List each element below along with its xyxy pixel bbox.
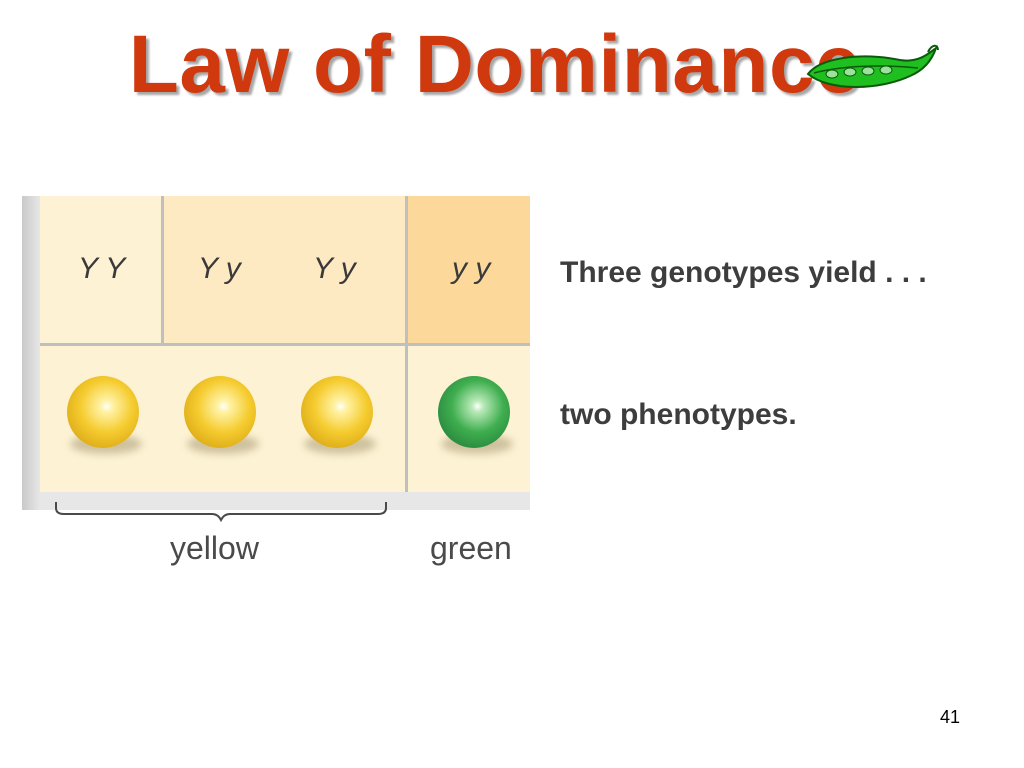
- phenotype-description: two phenotypes.: [560, 398, 797, 431]
- grid-body: Y Y Y y Y y y y: [40, 196, 530, 492]
- genotype-label: y y: [452, 252, 491, 285]
- phenotype-label-yellow: yellow: [170, 530, 259, 566]
- grid-divider: [161, 196, 164, 344]
- yellow-pea: [67, 376, 139, 448]
- pea-pod-icon: [806, 44, 939, 88]
- genotype-phenotype-grid: Y Y Y y Y y y y: [22, 196, 530, 510]
- genotype-cell-homozygous-dominant: [40, 196, 162, 344]
- yellow-pea: [301, 376, 373, 448]
- green-pea: [438, 376, 510, 448]
- genotype-label: Y y: [198, 252, 241, 285]
- genotype-cell-heterozygous: [162, 196, 405, 344]
- yellow-pea: [184, 376, 256, 448]
- slide-title: Law of Dominance: [128, 19, 862, 110]
- genotype-description: Three genotypes yield . . .: [560, 256, 927, 289]
- genotype-label: Y Y: [78, 252, 126, 285]
- page-number: 41: [940, 707, 961, 727]
- grid-divider: [40, 343, 530, 346]
- genotype-label: Y y: [313, 252, 356, 285]
- phenotype-label-green: green: [430, 530, 512, 566]
- yellow-group-bracket: [55, 502, 387, 523]
- genotype-cell-homozygous-recessive: [405, 196, 530, 344]
